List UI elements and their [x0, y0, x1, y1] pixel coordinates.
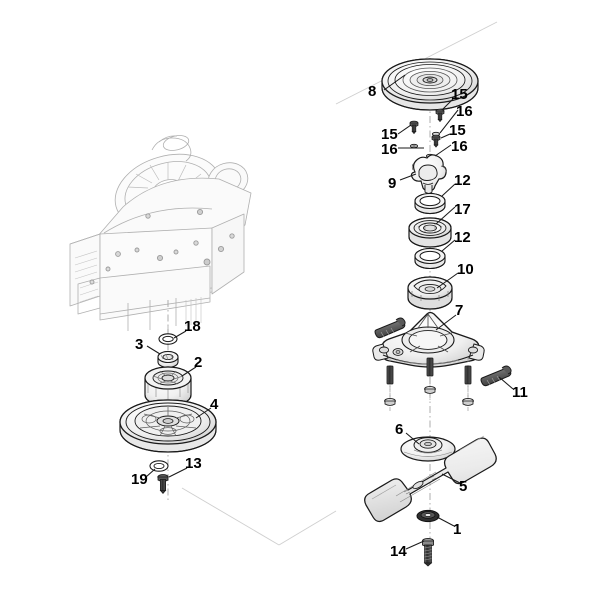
part-16-washer-left — [409, 143, 419, 149]
callout-8: 8 — [368, 83, 377, 100]
callout-7: 7 — [455, 302, 464, 319]
callout-9: 9 — [388, 175, 397, 192]
callout-3: 3 — [135, 336, 144, 353]
callout-2: 2 — [194, 354, 203, 371]
callout-6: 6 — [395, 421, 404, 438]
callout-13: 13 — [185, 455, 202, 472]
callout-12-lower: 12 — [454, 229, 471, 246]
callout-1: 1 — [453, 521, 462, 538]
part-8-drive-pulley — [381, 58, 479, 111]
part-5-mower-blade — [364, 435, 497, 523]
part-14-blade-bolt — [421, 537, 435, 567]
part-18-o-ring-upper — [158, 333, 178, 345]
part-17-ball-bearing — [408, 217, 452, 248]
callout-4: 4 — [210, 396, 219, 413]
part-3-spacer — [157, 350, 179, 369]
callout-16-left: 16 — [381, 141, 398, 158]
part-2-pulley-hub — [144, 366, 192, 407]
part-15-screw-left — [409, 120, 419, 135]
part-6-blade-boss — [400, 436, 456, 462]
part-7-bearing-housing — [372, 311, 485, 368]
callout-15-left: 15 — [381, 126, 398, 143]
part-12-bearing-seal-upper — [414, 192, 446, 215]
part-9-blade-coupling — [410, 154, 447, 194]
callout-15-right: 15 — [449, 122, 466, 139]
callout-11: 11 — [512, 384, 528, 401]
part-15-screw-upper-right — [435, 108, 445, 123]
callout-14: 14 — [390, 543, 407, 560]
housing-mounting-screws — [384, 357, 474, 412]
callout-16-upper-right: 16 — [456, 103, 473, 120]
callout-10: 10 — [457, 261, 474, 278]
part-13-retaining-screw — [157, 474, 169, 495]
leader-lines — [145, 74, 514, 550]
callout-19: 19 — [131, 471, 148, 488]
callout-15-upper-right: 15 — [451, 86, 468, 103]
part-19-o-ring-lower — [149, 460, 169, 472]
part-11-clamp-bracket-left — [374, 317, 406, 339]
part-12-bearing-seal-lower — [414, 247, 446, 270]
callout-18: 18 — [184, 318, 201, 335]
part-1-blade-washer — [416, 509, 440, 523]
callout-12-upper: 12 — [454, 172, 471, 189]
callout-5: 5 — [459, 478, 468, 495]
engine-assembly — [69, 135, 252, 332]
callout-17: 17 — [454, 201, 471, 218]
callout-16-right: 16 — [451, 138, 468, 155]
part-4-driven-pulley — [119, 399, 217, 453]
part-11-clamp-bracket-right — [480, 365, 512, 387]
part-15-screw-right — [431, 134, 441, 148]
